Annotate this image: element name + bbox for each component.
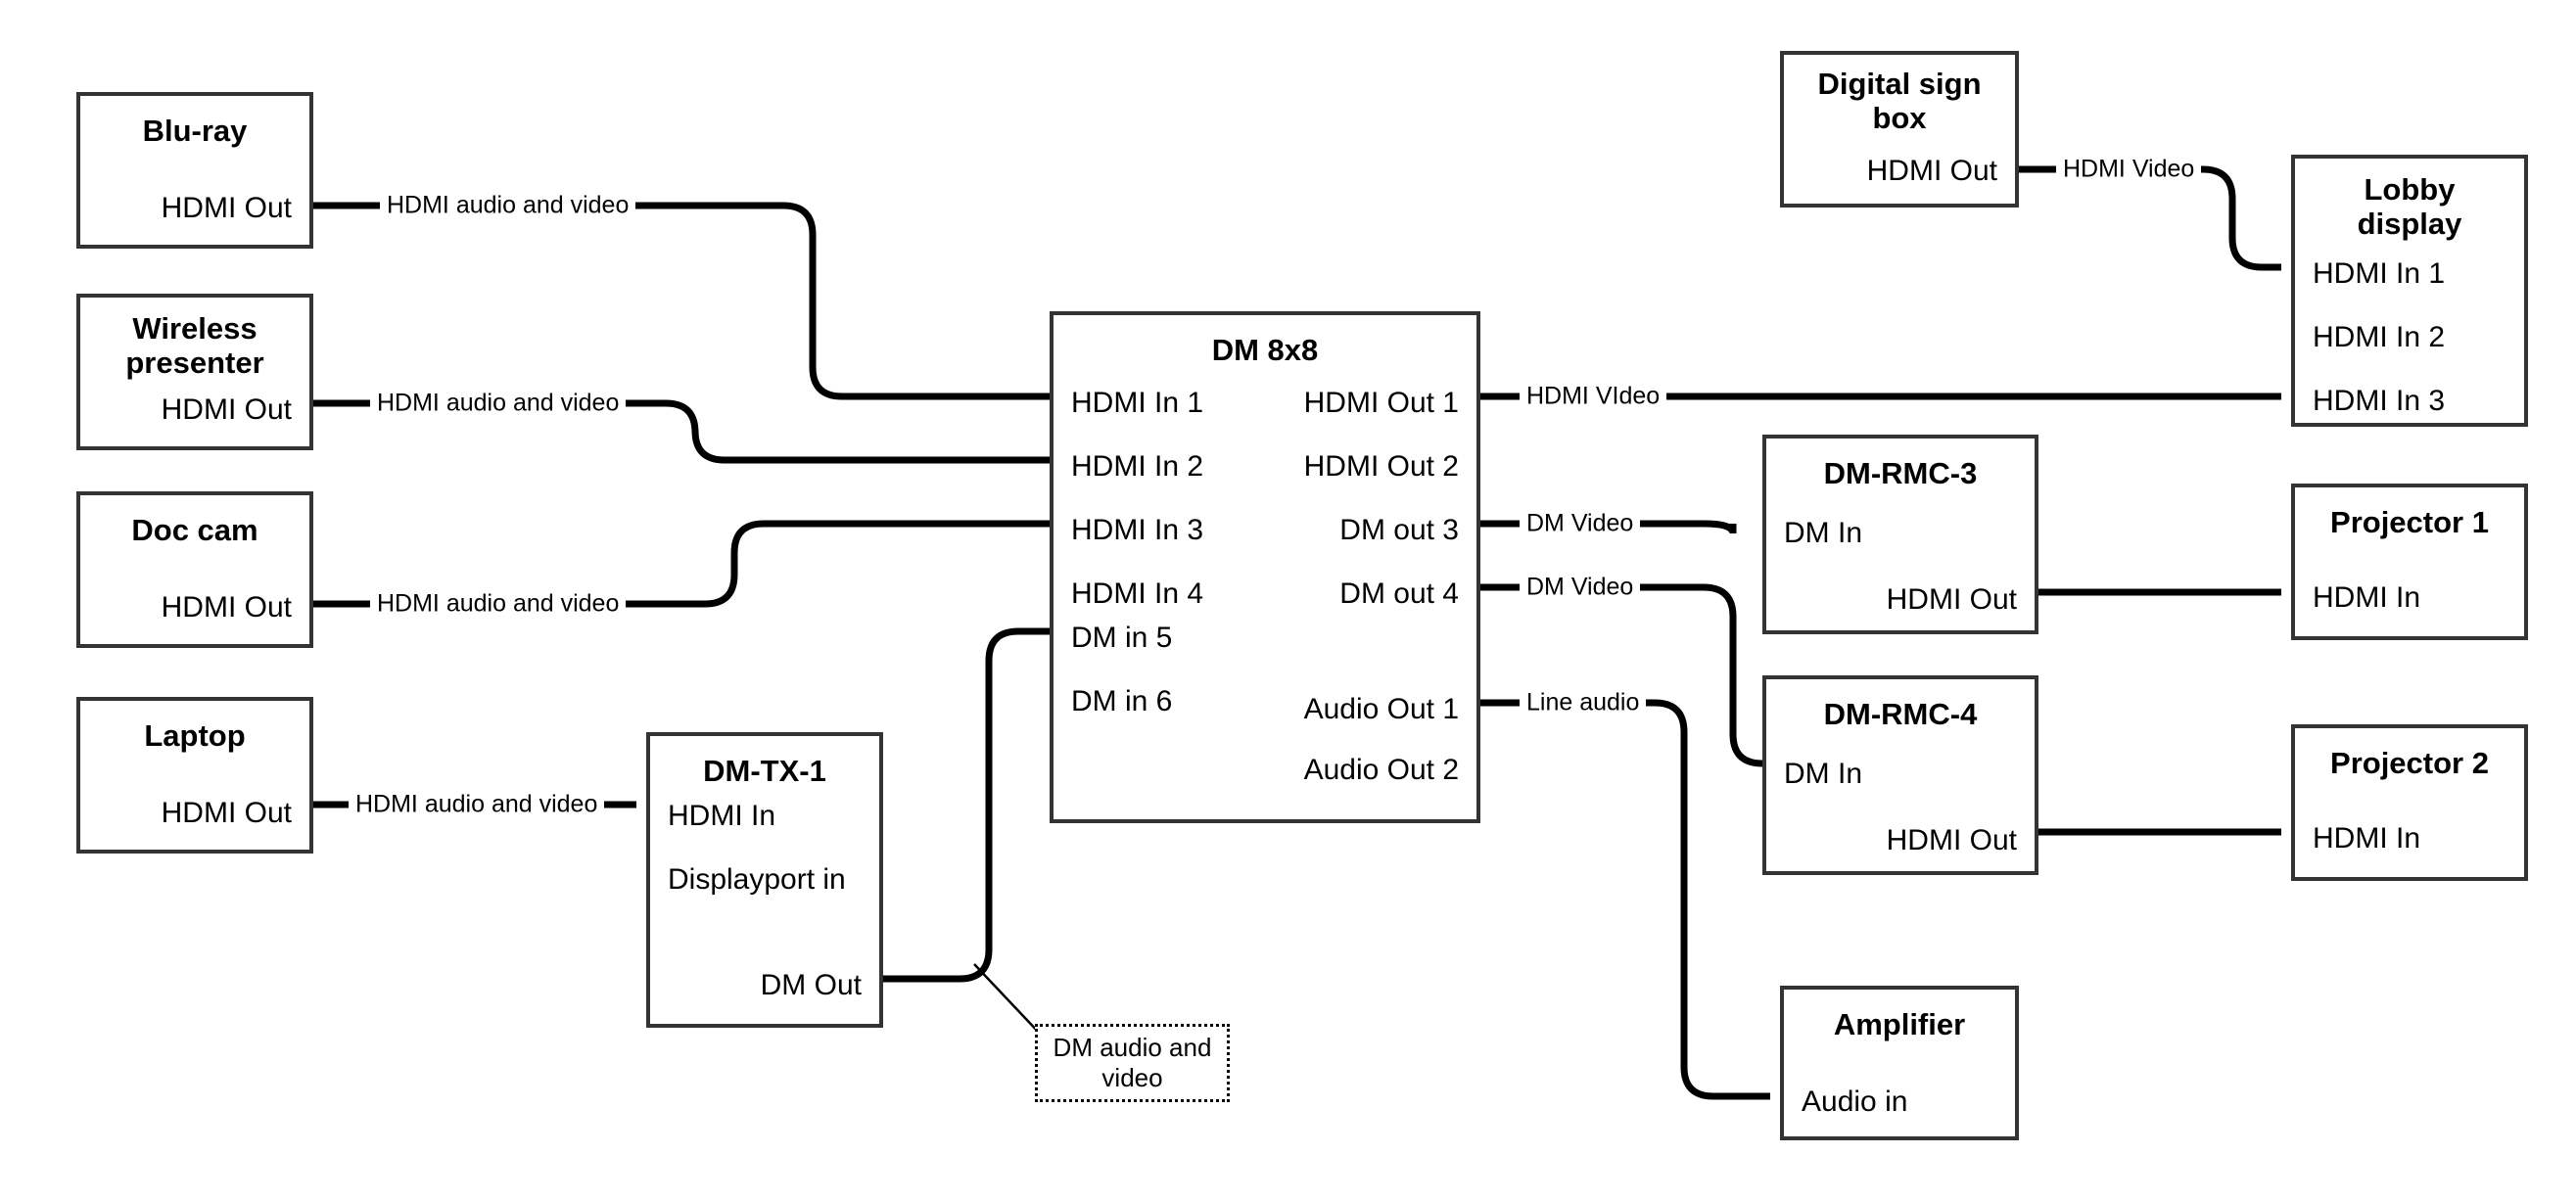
edge-label-dm-audioout1-to-amp: Line audio [1520, 690, 1647, 716]
node-blu-ray[interactable]: Blu-ray HDMI Out [76, 92, 313, 249]
node-title-dm-tx-1: DM-TX-1 [703, 754, 826, 788]
port-digital-sign-box-hdmi-out[interactable]: HDMI Out [1866, 155, 1997, 187]
wire-bluray-to-dm-in1 [313, 202, 1050, 400]
port-laptop-hdmi-out[interactable]: HDMI Out [161, 797, 292, 829]
node-title-dm-rmc-3: DM-RMC-3 [1823, 456, 1978, 490]
note-dm-audio-and-video: DM audio and video [1035, 1024, 1230, 1102]
node-digital-sign-box[interactable]: Digital sign box HDMI Out [1780, 51, 2019, 208]
port-dm-8x8-hdmi-out-1[interactable]: HDMI Out 1 [1303, 387, 1459, 419]
port-dm-8x8-hdmi-out-2[interactable]: HDMI Out 2 [1303, 450, 1459, 483]
port-dm-8x8-hdmi-in-4[interactable]: HDMI In 4 [1071, 577, 1204, 610]
node-wireless-presenter[interactable]: Wireless presenter HDMI Out [76, 294, 313, 450]
node-title-digital-sign-box: Digital sign box [1817, 67, 1982, 136]
edge-label-dm-out4-to-rmc4: DM Video [1520, 575, 1641, 600]
port-amplifier-audio-in[interactable]: Audio in [1802, 1086, 1908, 1118]
node-dm-8x8[interactable]: DM 8x8 HDMI In 1 HDMI In 2 HDMI In 3 HDM… [1050, 311, 1480, 823]
port-dm-8x8-audio-out-1[interactable]: Audio Out 1 [1303, 693, 1459, 725]
port-dm-rmc-4-hdmi-out[interactable]: HDMI Out [1886, 824, 2017, 856]
port-dm-8x8-dm-out-4[interactable]: DM out 4 [1339, 577, 1459, 610]
note-dm-audio-and-video-text: DM audio and video [1053, 1032, 1212, 1092]
port-dm-tx-1-dm-out[interactable]: DM Out [760, 969, 862, 1001]
port-dm-8x8-dm-out-3[interactable]: DM out 3 [1339, 514, 1459, 546]
port-wireless-presenter-hdmi-out[interactable]: HDMI Out [161, 393, 292, 426]
edge-label-dm-hdmiout1-to-lobby-in3: HDMI VIdeo [1520, 384, 1667, 409]
node-dm-rmc-3[interactable]: DM-RMC-3 DM In HDMI Out [1762, 435, 2038, 634]
port-projector-1-hdmi-in[interactable]: HDMI In [2313, 581, 2421, 614]
port-dm-8x8-dm-in-5[interactable]: DM in 5 [1071, 622, 1173, 654]
port-dm-8x8-dm-in-6[interactable]: DM in 6 [1071, 685, 1173, 717]
port-dm-tx-1-hdmi-in[interactable]: HDMI In [668, 800, 776, 832]
node-title-doc-cam: Doc cam [131, 513, 258, 547]
wire-dm-out4-to-rmc4 [1480, 583, 1770, 767]
node-title-laptop: Laptop [144, 718, 246, 753]
edge-label-doccam-to-dm-in3: HDMI audio and video [370, 591, 627, 617]
wire-dm-audioout1-to-amp [1480, 699, 1770, 1100]
port-blu-ray-hdmi-out[interactable]: HDMI Out [161, 192, 292, 224]
node-projector-2[interactable]: Projector 2 HDMI In [2291, 724, 2528, 881]
port-dm-8x8-audio-out-2[interactable]: Audio Out 2 [1303, 754, 1459, 786]
node-lobby-display[interactable]: Lobby display HDMI In 1 HDMI In 2 HDMI I… [2291, 155, 2528, 427]
node-title-dm-rmc-4: DM-RMC-4 [1823, 697, 1978, 731]
edge-label-bluray-to-dm-in1: HDMI audio and video [380, 193, 636, 218]
edge-label-dm-out3-to-rmc3: DM Video [1520, 511, 1641, 536]
port-lobby-display-hdmi-in-1[interactable]: HDMI In 1 [2313, 257, 2446, 290]
port-lobby-display-hdmi-in-3[interactable]: HDMI In 3 [2313, 385, 2446, 417]
node-amplifier[interactable]: Amplifier Audio in [1780, 986, 2019, 1140]
node-title-projector-1: Projector 1 [2330, 505, 2489, 539]
edge-label-wireless-to-dm-in2: HDMI audio and video [370, 391, 627, 416]
edge-label-laptop-to-dmtx: HDMI audio and video [349, 792, 605, 817]
node-projector-1[interactable]: Projector 1 HDMI In [2291, 484, 2528, 640]
node-title-lobby-display: Lobby display [2357, 172, 2462, 242]
port-dm-8x8-hdmi-in-3[interactable]: HDMI In 3 [1071, 514, 1204, 546]
node-title-wireless-presenter: Wireless presenter [125, 311, 264, 381]
port-projector-2-hdmi-in[interactable]: HDMI In [2313, 822, 2421, 855]
node-dm-rmc-4[interactable]: DM-RMC-4 DM In HDMI Out [1762, 675, 2038, 875]
port-dm-rmc-3-hdmi-out[interactable]: HDMI Out [1886, 583, 2017, 616]
port-dm-rmc-3-dm-in[interactable]: DM In [1784, 517, 1863, 549]
leader-line-dm-audio-video-note [973, 963, 1042, 1036]
port-dm-rmc-4-dm-in[interactable]: DM In [1784, 758, 1863, 790]
node-doc-cam[interactable]: Doc cam HDMI Out [76, 491, 313, 648]
node-dm-tx-1[interactable]: DM-TX-1 HDMI In Displayport in DM Out [646, 732, 883, 1028]
node-title-projector-2: Projector 2 [2330, 746, 2489, 780]
port-dm-8x8-hdmi-in-1[interactable]: HDMI In 1 [1071, 387, 1204, 419]
node-title-dm-8x8: DM 8x8 [1211, 333, 1319, 367]
port-lobby-display-hdmi-in-2[interactable]: HDMI In 2 [2313, 321, 2446, 353]
port-doc-cam-hdmi-out[interactable]: HDMI Out [161, 591, 292, 624]
node-title-amplifier: Amplifier [1833, 1007, 1966, 1041]
wire-signbox-to-lobby-in1 [2019, 165, 2281, 271]
node-laptop[interactable]: Laptop HDMI Out [76, 697, 313, 854]
port-dm-8x8-hdmi-in-2[interactable]: HDMI In 2 [1071, 450, 1204, 483]
wire-dmtx-to-dm-in5 [881, 627, 1050, 983]
edge-label-signbox-to-lobby-in1: HDMI Video [2056, 157, 2202, 182]
port-dm-tx-1-displayport-in[interactable]: Displayport in [668, 863, 846, 896]
node-title-blu-ray: Blu-ray [142, 114, 248, 148]
